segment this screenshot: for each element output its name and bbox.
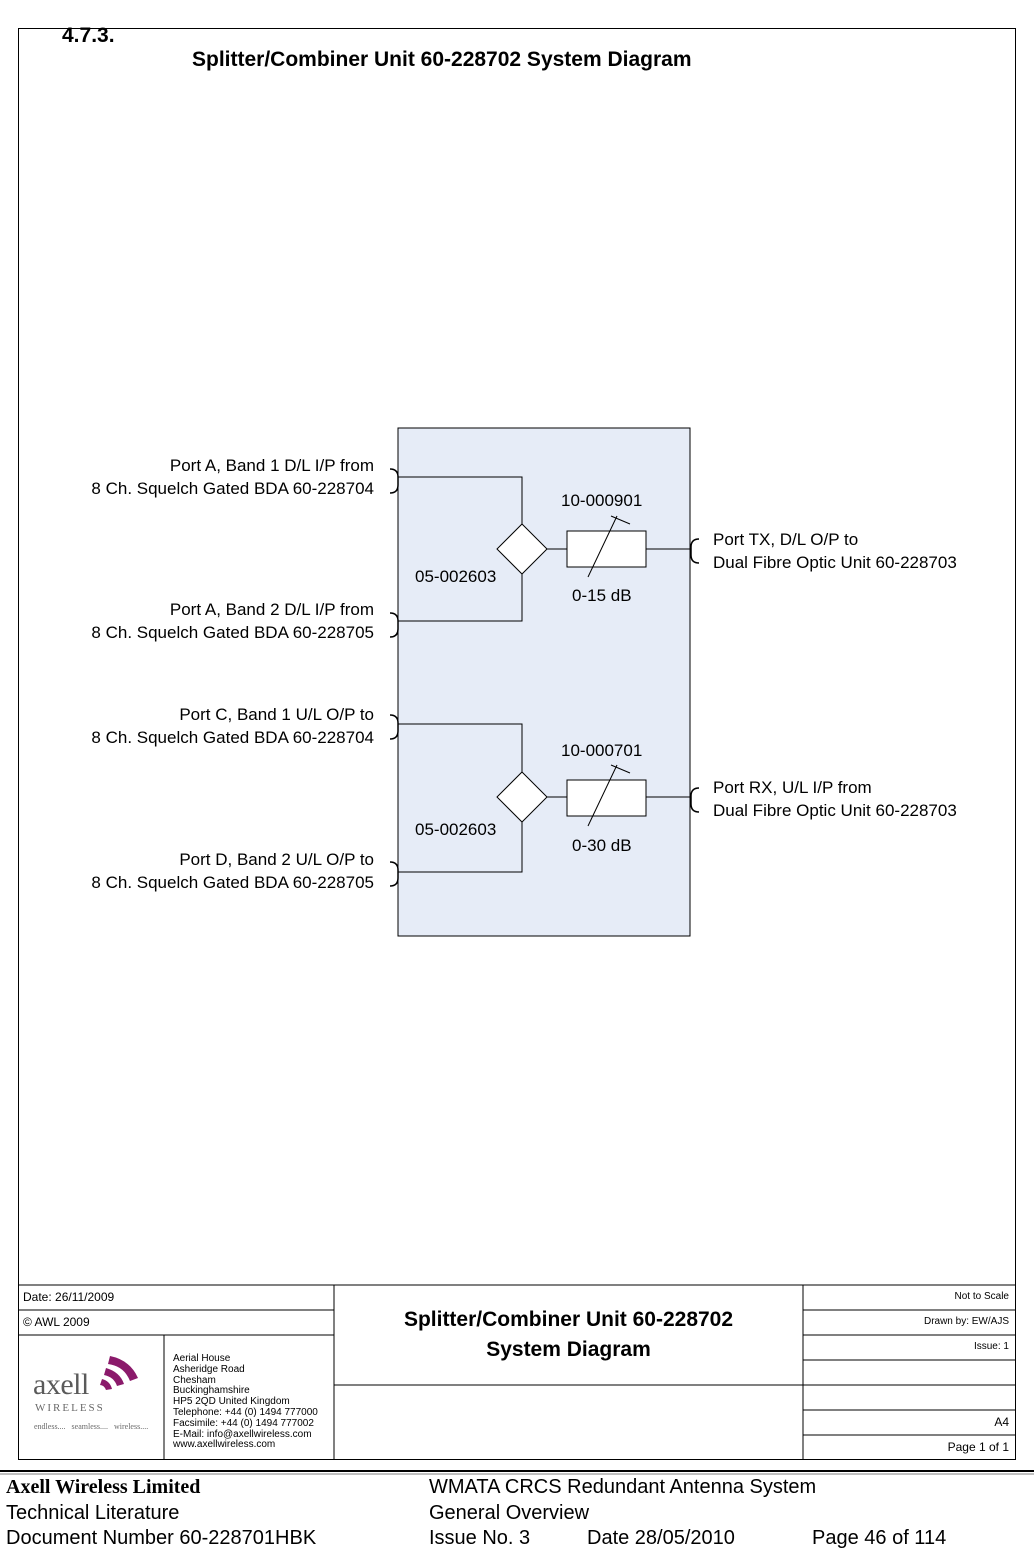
splitter-lower-part: 05-002603	[415, 820, 497, 839]
drawing-paper-size: A4	[994, 1415, 1009, 1429]
logo-wordmark: axell	[33, 1368, 89, 1401]
footer-issue: Issue No. 3	[429, 1527, 531, 1549]
input-connector-1	[389, 468, 399, 494]
attenuator-upper-tick	[610, 515, 631, 525]
address-line: Facsimile: +44 (0) 1494 777002	[173, 1417, 314, 1429]
drawing-title-line2: System Diagram	[486, 1338, 651, 1361]
drawing-copyright: © AWL 2009	[23, 1315, 90, 1329]
drawing-title-line1: Splitter/Combiner Unit 60-228702	[403, 1308, 734, 1331]
wire-upper-in2	[398, 574, 523, 622]
footer-overview: General Overview	[429, 1502, 590, 1524]
splitter-upper-symbol	[496, 523, 548, 575]
logo-sub: WIRELESS	[35, 1402, 105, 1414]
input-label-1: Port A, Band 1 D/L I/P from 8 Ch. Squelc…	[91, 454, 374, 500]
attenuator-upper-part: 10-000901	[561, 491, 643, 510]
drawing-title: Splitter/Combiner Unit 60-228702 System …	[334, 1305, 803, 1365]
address-line: Chesham	[173, 1374, 216, 1386]
attenuator-upper-arrow	[587, 515, 618, 578]
input-label-2: Port A, Band 2 D/L I/P from 8 Ch. Squelc…	[91, 598, 374, 644]
address-line: Asheridge Road	[173, 1363, 245, 1375]
company-address: Aerial House Asheridge Road Chesham Buck…	[173, 1353, 318, 1451]
footer-literature: Technical Literature	[6, 1502, 180, 1524]
footer-page: Page 46 of 114	[812, 1527, 947, 1549]
attenuator-lower-range: 0-30 dB	[572, 836, 632, 855]
attenuator-lower-arrow	[587, 764, 618, 827]
input-label-2-line2: 8 Ch. Squelch Gated BDA 60-228705	[91, 623, 374, 642]
section-title: Splitter/Combiner Unit 60-228702 System …	[192, 48, 692, 71]
address-line: HP5 2QD United Kingdom	[173, 1396, 290, 1408]
input-label-4: Port D, Band 2 U/L O/P to 8 Ch. Squelch …	[91, 848, 374, 894]
input-connector-2	[389, 612, 399, 638]
wire-upper-in1	[398, 476, 523, 524]
output-label-rx-line1: Port RX, U/L I/P from	[713, 778, 872, 797]
input-label-1-line2: 8 Ch. Squelch Gated BDA 60-228704	[91, 479, 374, 498]
splitter-lower-symbol	[496, 771, 548, 823]
attenuator-upper-symbol	[566, 530, 647, 568]
attenuator-lower-tick	[610, 764, 631, 774]
input-label-3-line1: Port C, Band 1 U/L O/P to	[179, 705, 374, 724]
attenuator-upper-range: 0-15 dB	[572, 586, 632, 605]
footer-date: Date 28/05/2010	[587, 1527, 735, 1549]
input-label-2-line1: Port A, Band 2 D/L I/P from	[169, 600, 374, 619]
input-label-4-line1: Port D, Band 2 U/L O/P to	[179, 850, 374, 869]
address-line: www.axellwireless.com	[173, 1439, 276, 1451]
drawing-drawn-by: Drawn by: EW/AJS	[923, 1316, 1009, 1327]
address-line: E-Mail: info@axellwireless.com	[173, 1428, 312, 1440]
address-line: Telephone: +44 (0) 1494 777000	[173, 1406, 318, 1418]
input-label-4-line2: 8 Ch. Squelch Gated BDA 60-228705	[91, 873, 374, 892]
axell-logo-mark	[100, 1356, 138, 1390]
output-label-tx: Port TX, D/L O/P to Dual Fibre Optic Uni…	[713, 528, 957, 574]
input-connector-3	[389, 714, 399, 740]
logo-tagline: endless.... seamless.... wireless....	[34, 1422, 149, 1431]
output-label-rx-line2: Dual Fibre Optic Unit 60-228703	[713, 801, 957, 820]
drawing-page: Page 1 of 1	[947, 1440, 1009, 1454]
drawing-issue: Issue: 1	[973, 1341, 1009, 1352]
input-label-3: Port C, Band 1 U/L O/P to 8 Ch. Squelch …	[91, 703, 374, 749]
footer-doc-number: Document Number 60-228701HBK	[6, 1527, 317, 1549]
address-line: Buckinghamshire	[173, 1385, 250, 1397]
input-connector-4	[389, 861, 399, 887]
output-connector-tx	[690, 538, 700, 564]
output-label-tx-line1: Port TX, D/L O/P to	[713, 530, 859, 549]
unit-enclosure	[397, 427, 691, 937]
drawing-scale: Not to Scale	[954, 1291, 1009, 1302]
wire-lower-in2	[398, 822, 523, 873]
wire-lower-in1	[398, 723, 523, 772]
input-label-3-line2: 8 Ch. Squelch Gated BDA 60-228704	[91, 728, 374, 747]
section-heading: 4.7.3. Splitter/Combiner Unit 60-228702 …	[62, 0, 692, 72]
section-number: 4.7.3.	[62, 24, 115, 47]
footer-company: Axell Wireless Limited	[6, 1476, 201, 1498]
output-label-rx: Port RX, U/L I/P from Dual Fibre Optic U…	[713, 776, 957, 822]
output-connector-rx	[690, 787, 700, 813]
input-label-1-line1: Port A, Band 1 D/L I/P from	[169, 456, 374, 475]
splitter-upper-part: 05-002603	[415, 567, 497, 586]
attenuator-lower-symbol	[566, 779, 647, 817]
output-label-tx-line2: Dual Fibre Optic Unit 60-228703	[713, 553, 957, 572]
attenuator-lower-part: 10-000701	[561, 741, 643, 760]
address-line: Aerial House	[173, 1353, 231, 1364]
footer-system: WMATA CRCS Redundant Antenna System	[429, 1476, 817, 1498]
drawing-date: Date: 26/11/2009	[23, 1290, 115, 1304]
drawing-frame	[18, 28, 1016, 1460]
title-block-grid	[18, 1284, 1016, 1460]
